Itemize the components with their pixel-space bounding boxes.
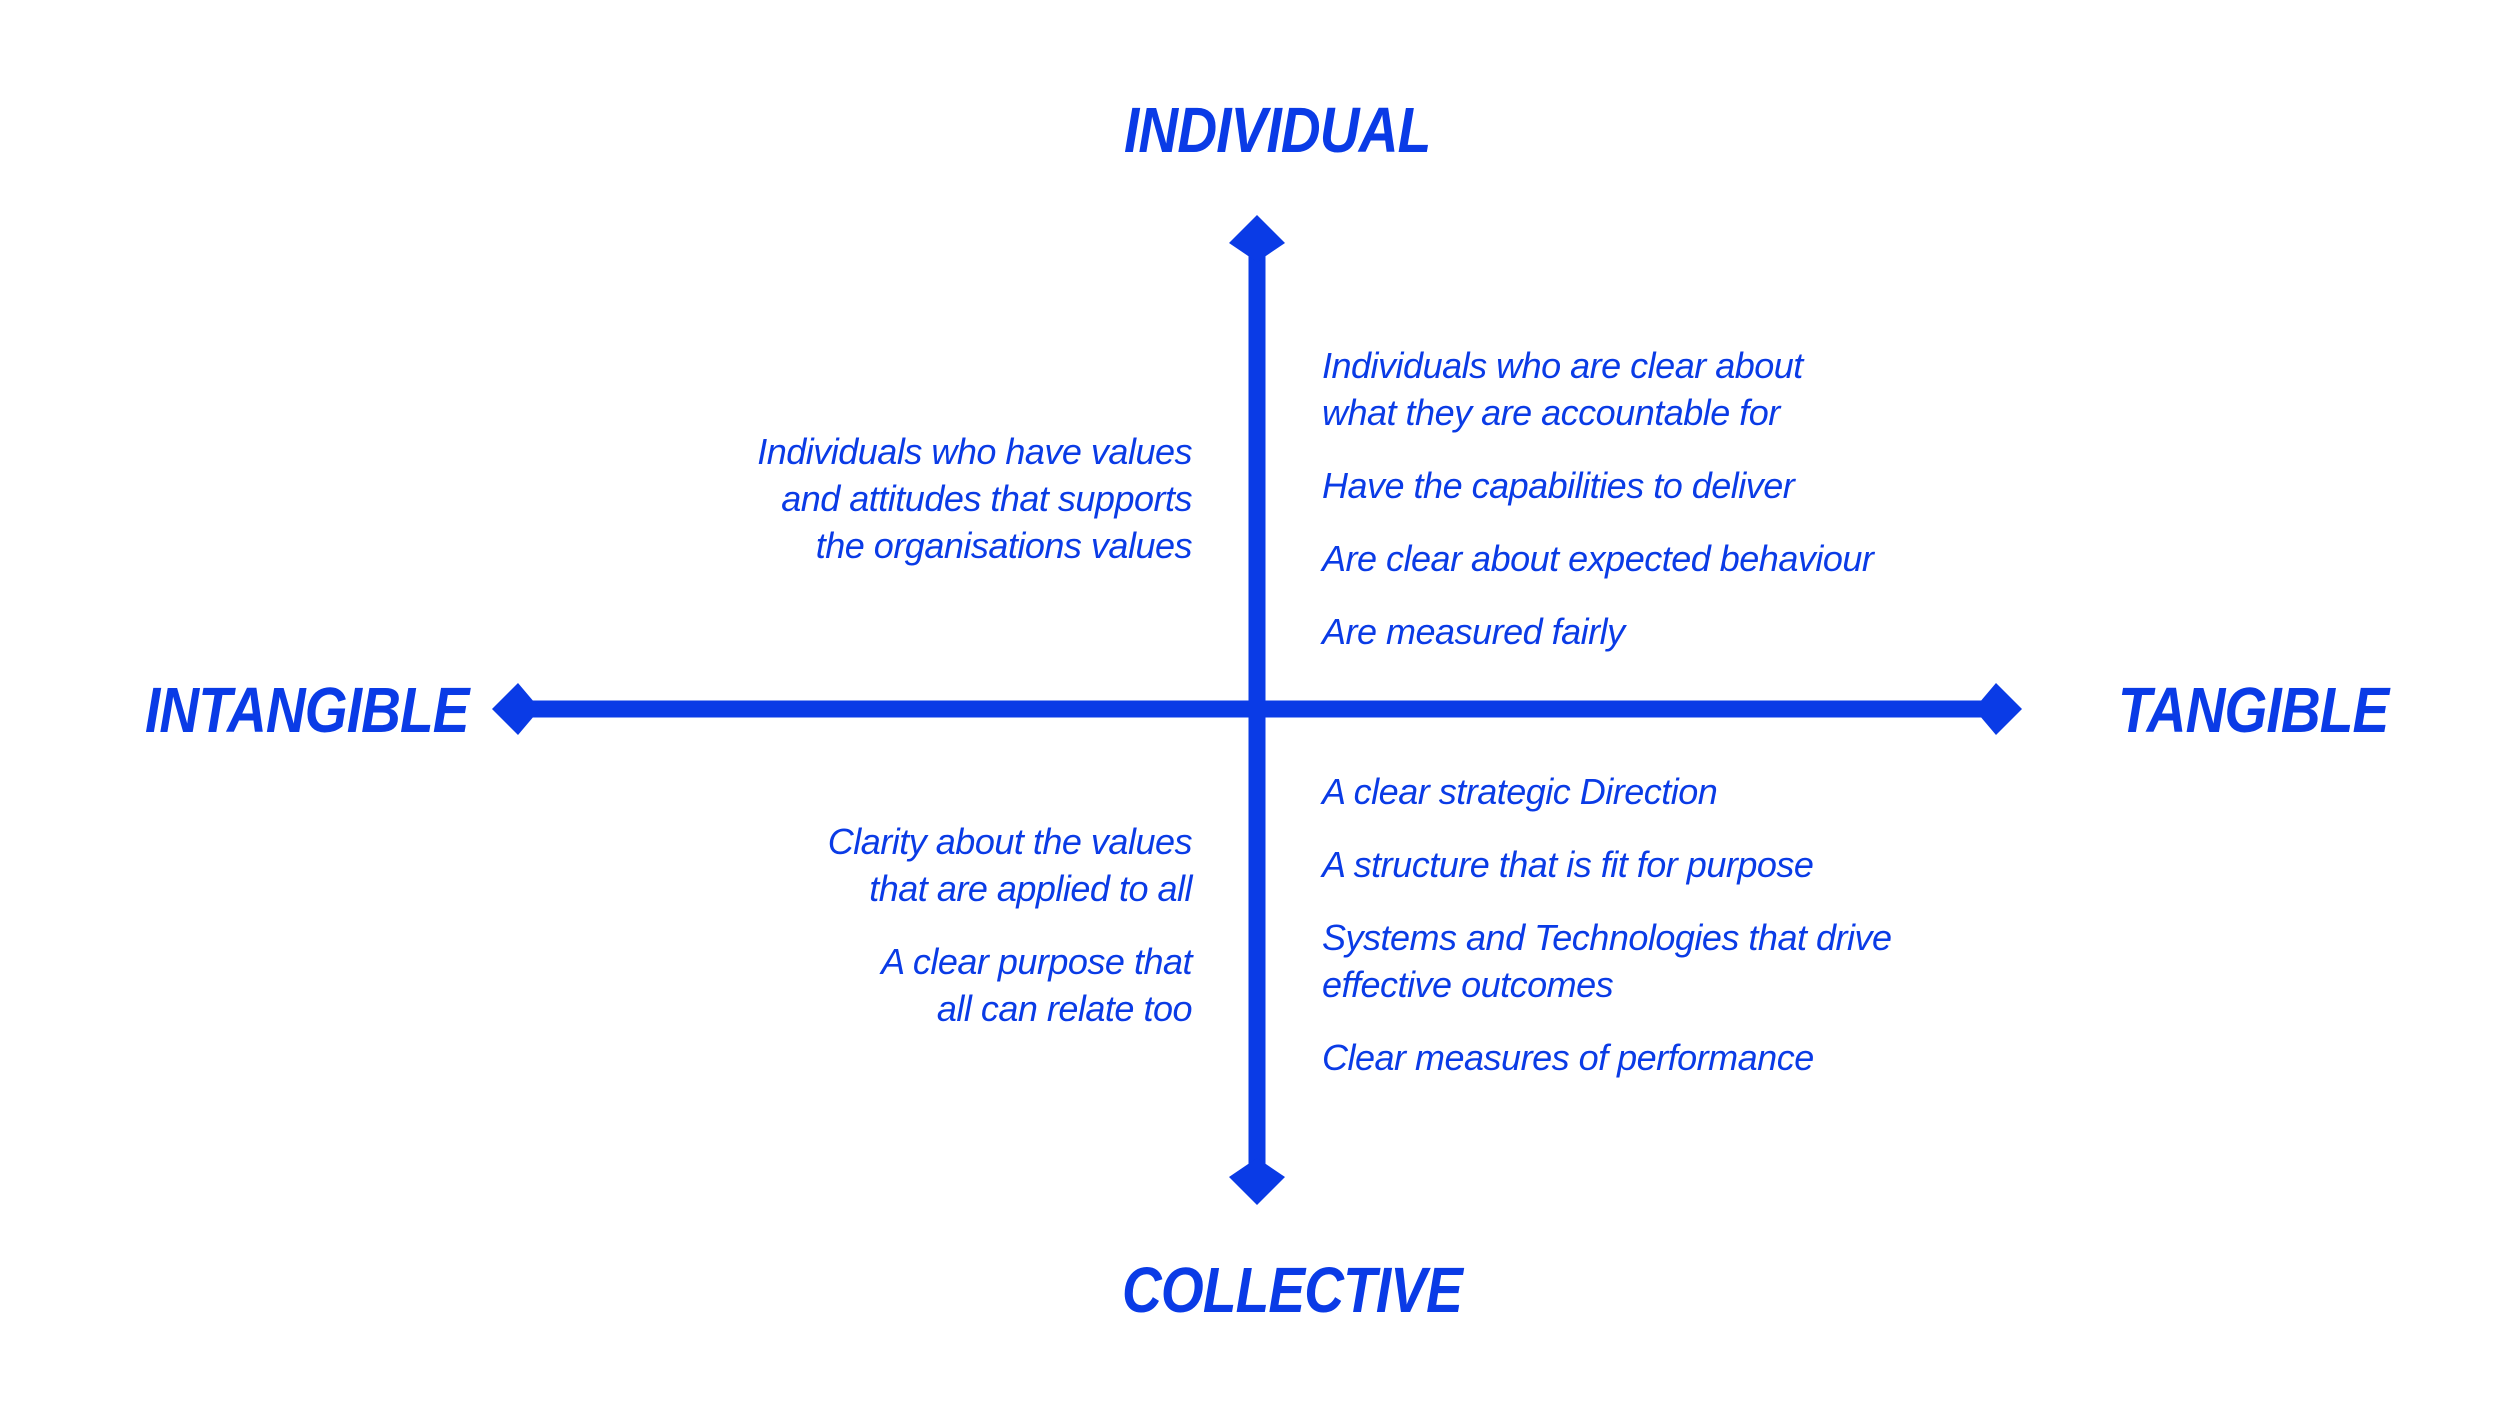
quadrant-item: Systems and Technologies that drive effe… (1322, 917, 1892, 1005)
quadrant-individual-intangible: Individuals who have values and attitude… (757, 428, 1192, 569)
quadrant-item: Clarity about the values that are applie… (827, 821, 1193, 909)
quadrant-item: A clear strategic Direction (1322, 771, 1718, 812)
quadrant-item: Have the capabilities to deliver (1322, 465, 1795, 506)
axis-label-intangible: INTANGIBLE (145, 674, 470, 746)
arrow-up-icon (1229, 215, 1285, 262)
quadrant-individual-tangible: Individuals who are clear about what the… (1322, 342, 1874, 655)
arrow-down-icon (1229, 1158, 1285, 1205)
axis-label-individual: INDIVIDUAL (1124, 94, 1431, 166)
axis-label-tangible: TANGIBLE (2118, 674, 2389, 746)
quadrant-item: Individuals who are clear about what the… (1322, 345, 1803, 433)
arrow-right-icon (1974, 683, 2022, 735)
quadrant-collective-intangible: Clarity about the values that are applie… (827, 818, 1193, 1032)
axis-label-collective: COLLECTIVE (1122, 1254, 1463, 1326)
quadrant-collective-tangible: A clear strategic Direction A structure … (1322, 768, 1892, 1081)
quadrant-item: Are measured fairly (1322, 611, 1625, 652)
quadrant-item: A structure that is fit for purpose (1322, 844, 1814, 885)
quadrant-item: Individuals who have values and attitude… (757, 431, 1192, 566)
quadrant-item: Clear measures of performance (1322, 1037, 1814, 1078)
quadrant-item: A clear purpose that all can relate too (881, 941, 1192, 1029)
quadrant-item: Are clear about expected behaviour (1322, 538, 1874, 579)
arrow-left-icon (492, 683, 540, 735)
